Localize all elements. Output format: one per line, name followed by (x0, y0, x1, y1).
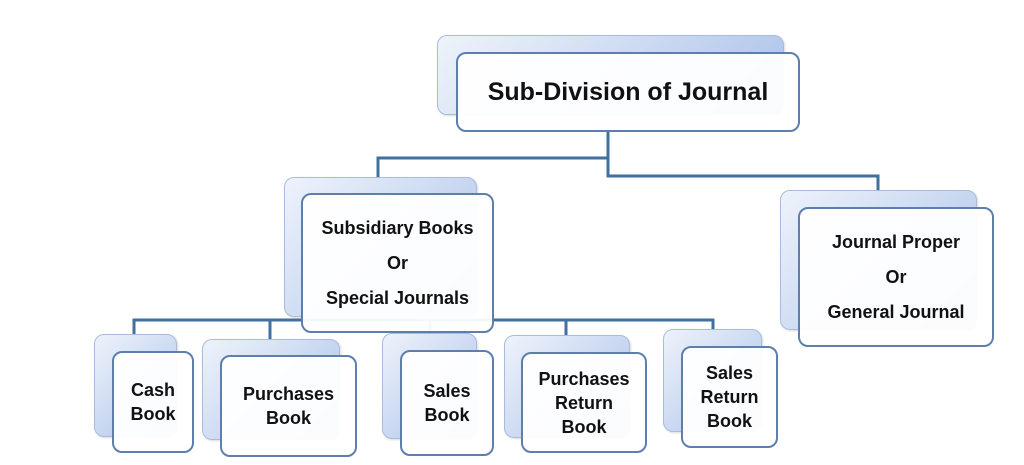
journal-proper-line: Or (885, 266, 907, 287)
subsidiary-line: Special Journals (325, 287, 470, 308)
book-line: Book (561, 416, 607, 437)
journal-proper-line: Journal Proper (831, 231, 961, 252)
subsidiary-node: Subsidiary Books Or Special Journals (301, 193, 494, 333)
journal-proper-node: Journal Proper Or General Journal (798, 207, 994, 347)
subsidiary-line: Or (386, 252, 408, 273)
book-line: Purchases (242, 384, 335, 404)
book-line: Return (700, 387, 759, 407)
purchases-return-book-node: Purchases Return Book (521, 352, 647, 453)
book-line: Sales (705, 363, 754, 383)
subsidiary-line: Subsidiary Books (321, 217, 474, 238)
root-node: Sub-Division of Journal (456, 52, 800, 132)
book-line: Sales (423, 381, 471, 401)
book-line: Book (266, 408, 311, 428)
book-line: Purchases (538, 368, 630, 389)
root-label: Sub-Division of Journal (487, 78, 769, 106)
sales-return-book-node: Sales Return Book (681, 346, 778, 448)
book-line: Cash (130, 380, 175, 400)
cash-book-node: Cash Book (112, 351, 194, 453)
connector-root-subsidiary (376, 131, 610, 178)
book-line: Book (424, 405, 470, 425)
sales-book-node: Sales Book (400, 350, 494, 456)
book-line: Book (130, 404, 176, 424)
book-line: Book (707, 411, 752, 431)
purchases-book-node: Purchases Book (220, 355, 357, 457)
book-line: Return (555, 392, 613, 413)
connector-root-journal-proper (606, 158, 880, 191)
journal-proper-line: General Journal (827, 301, 965, 322)
